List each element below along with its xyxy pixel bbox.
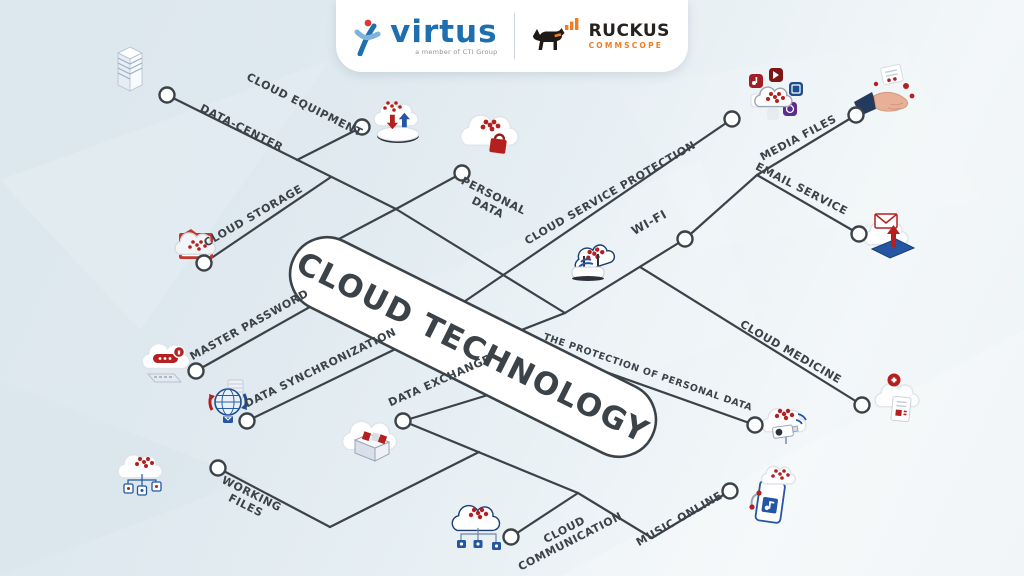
icon-medical-doc	[874, 373, 920, 423]
icon-exchange-drawer	[341, 420, 398, 462]
icon-password-keyboard	[141, 342, 191, 383]
icon-sync-globe	[208, 379, 248, 423]
icon-camera-cloud	[761, 408, 807, 444]
node-endpoint-cloud-medicine	[853, 396, 871, 414]
icon-apps-group	[749, 68, 803, 120]
ruckus-wordmark: RUCKUS	[588, 20, 670, 41]
node-endpoint-media-files	[847, 106, 865, 124]
icon-server-tower	[116, 46, 144, 92]
node-endpoint-cloud-communication	[502, 528, 520, 546]
node-endpoint-data-exchange	[394, 412, 412, 430]
icon-wifi-router	[571, 244, 616, 281]
node-label-data-synchronization: DATA SYNCHRONIZATION	[243, 325, 399, 410]
node-label-working-files: WORKINGFILES	[214, 474, 284, 526]
virtus-tagline: a member of CTI Group	[415, 48, 498, 56]
node-label-cloud-medicine: CLOUD MEDICINE	[738, 318, 844, 387]
node-endpoint-email-service	[850, 225, 868, 243]
icon-cloud-lock	[460, 114, 519, 154]
header-banner: virtus a member of CTI Group RUCKUS COMM…	[336, 0, 688, 72]
commscope-wordmark: COMMSCOPE	[588, 40, 664, 50]
node-endpoint-protection-of-personal-data	[746, 416, 764, 434]
virtus-wordmark: virtus	[390, 14, 498, 51]
icon-email-tablet	[863, 213, 916, 259]
node-label-personal-data: PERSONALDATA	[453, 174, 528, 229]
icon-files-cloud	[117, 454, 163, 496]
virtus-logo: virtus a member of CTI Group	[354, 16, 497, 56]
logo-divider	[513, 13, 515, 59]
node-label-master-password: MASTER PASSWORD	[188, 287, 311, 363]
ruckus-logo: RUCKUS COMMSCOPE	[531, 16, 670, 56]
node-endpoint-music-online	[721, 482, 739, 500]
node-endpoint-data-center	[158, 86, 176, 104]
icon-folder-cloud	[174, 229, 217, 259]
node-endpoint-cloud-service-protection	[723, 110, 741, 128]
ruckus-dog-icon	[532, 18, 578, 50]
icon-music-phone	[749, 465, 797, 524]
node-endpoint-wi-fi	[676, 230, 694, 248]
node-endpoint-master-password	[187, 362, 205, 380]
node-endpoint-data-synchronization	[238, 412, 256, 430]
node-endpoint-personal-data	[453, 164, 471, 182]
icon-cloud-arrows	[373, 101, 420, 143]
icon-network-cloud	[451, 504, 501, 550]
virtus-bird-icon	[354, 19, 381, 56]
node-endpoint-working-files	[209, 459, 227, 477]
node-endpoint-cloud-equipment	[353, 118, 371, 136]
node-endpoint-cloud-storage	[195, 254, 213, 272]
background-facets	[0, 40, 1024, 576]
